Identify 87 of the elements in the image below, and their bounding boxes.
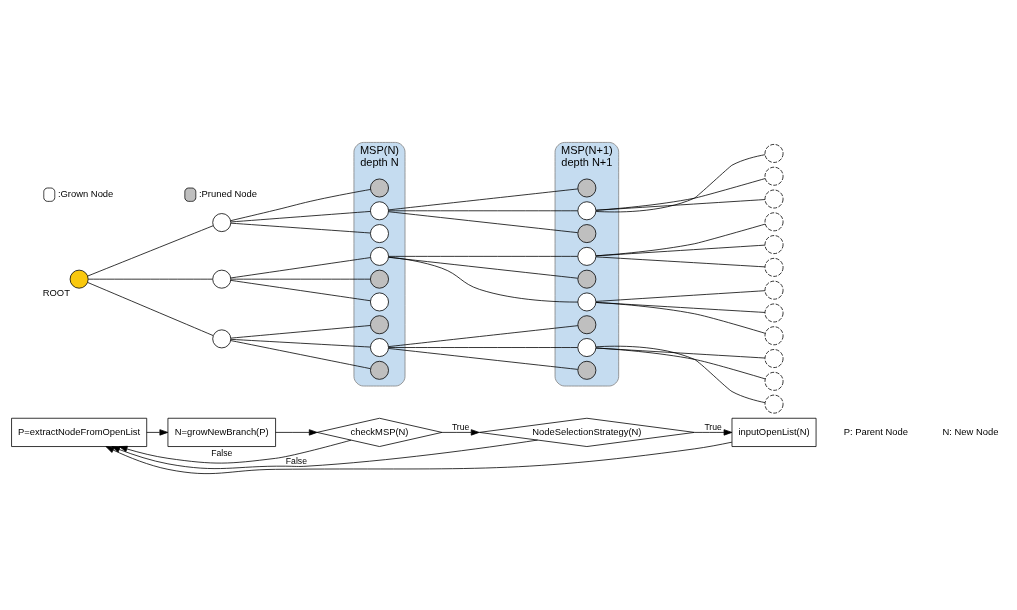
connector bbox=[230, 257, 371, 279]
node-circle bbox=[212, 269, 232, 289]
connector bbox=[230, 279, 371, 302]
node-circle bbox=[370, 178, 389, 198]
connector bbox=[595, 345, 766, 403]
arrow bbox=[694, 429, 733, 436]
node-circle bbox=[370, 360, 389, 380]
arrow bbox=[111, 439, 538, 469]
legend-label: :Pruned Node bbox=[198, 188, 258, 200]
node-circle bbox=[764, 371, 784, 391]
node-circle bbox=[764, 166, 784, 186]
arrow bbox=[441, 429, 480, 436]
node-circle bbox=[370, 246, 389, 266]
node-circle bbox=[764, 280, 784, 300]
node-circle bbox=[764, 257, 784, 277]
connector bbox=[230, 222, 371, 234]
connector bbox=[230, 189, 371, 222]
node-circle bbox=[764, 394, 784, 414]
node-circle bbox=[577, 178, 597, 198]
label: P: Parent Node bbox=[843, 425, 908, 437]
connector bbox=[230, 338, 371, 348]
connector bbox=[87, 225, 214, 277]
node-diamond: NodeSelectionStrategy(N) bbox=[478, 417, 695, 447]
arrow bbox=[275, 429, 318, 436]
node-circle bbox=[764, 349, 784, 368]
node-box: P=extractNodeFromOpenList bbox=[11, 417, 148, 447]
node-circle bbox=[577, 201, 597, 221]
node-circle bbox=[764, 189, 784, 209]
node-box: N=growNewBranch(P) bbox=[167, 417, 276, 447]
arrow bbox=[105, 441, 733, 475]
connector bbox=[230, 211, 371, 223]
node-circle bbox=[764, 235, 784, 254]
node-circle bbox=[577, 224, 597, 243]
node-circle bbox=[370, 315, 389, 335]
node-circle bbox=[764, 326, 784, 346]
connector bbox=[595, 302, 766, 334]
edge-label: False bbox=[285, 455, 307, 466]
connector bbox=[388, 210, 579, 212]
connector bbox=[388, 188, 579, 211]
cluster: MSP(N) depth N bbox=[353, 142, 406, 387]
connector bbox=[595, 290, 766, 302]
connector bbox=[388, 347, 579, 348]
edge-label: True bbox=[451, 421, 470, 432]
connector bbox=[595, 223, 766, 257]
node-circle bbox=[577, 292, 597, 312]
connector bbox=[388, 348, 579, 370]
connector bbox=[230, 340, 371, 369]
connector bbox=[388, 255, 579, 257]
label: N: New Node bbox=[942, 425, 999, 437]
node-circle bbox=[764, 144, 784, 163]
node-circle bbox=[370, 224, 389, 243]
node-circle bbox=[577, 360, 597, 380]
node-circle bbox=[212, 329, 232, 349]
connector bbox=[595, 178, 766, 211]
connector bbox=[388, 256, 579, 303]
connector bbox=[595, 347, 766, 380]
connector bbox=[230, 325, 371, 339]
connector bbox=[388, 256, 579, 279]
arrow bbox=[146, 429, 169, 436]
connector bbox=[595, 256, 766, 268]
node-circle bbox=[69, 269, 89, 289]
legend-label: :Grown Node bbox=[57, 188, 114, 200]
node-circle bbox=[764, 303, 784, 323]
node-circle bbox=[370, 338, 389, 357]
node-diamond: checkMSP(N) bbox=[316, 417, 443, 447]
node-circle bbox=[212, 213, 232, 232]
node-circle bbox=[764, 212, 784, 232]
node-circle bbox=[370, 269, 389, 289]
edge-label: True bbox=[704, 421, 722, 432]
connector bbox=[388, 211, 579, 234]
node-circle bbox=[370, 292, 389, 312]
node-box: inputOpenList(N) bbox=[731, 417, 817, 447]
connector bbox=[230, 278, 371, 280]
node-circle bbox=[577, 246, 597, 266]
connector bbox=[595, 244, 766, 257]
connector bbox=[595, 199, 766, 211]
node-circle bbox=[577, 315, 597, 335]
arrow bbox=[118, 439, 352, 464]
node-circle bbox=[577, 338, 597, 357]
node-circle bbox=[577, 269, 597, 289]
connector bbox=[388, 325, 579, 347]
connector bbox=[87, 282, 214, 336]
connector bbox=[595, 154, 766, 213]
cluster: MSP(N+1) depth N+1 bbox=[554, 142, 620, 387]
node-circle bbox=[370, 201, 389, 221]
node-label: ROOT bbox=[42, 286, 70, 298]
edge-label: False bbox=[211, 447, 233, 458]
